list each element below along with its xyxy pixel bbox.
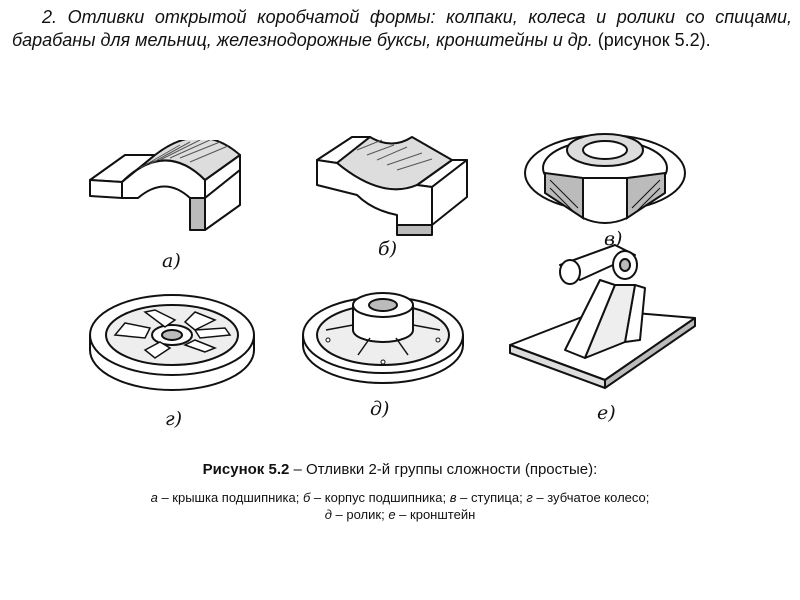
figure-d-label: д) xyxy=(370,398,390,420)
intro-number: 2. xyxy=(42,7,58,27)
legend-key-g: г xyxy=(526,490,533,505)
intro-italic-text: Отливки открытой коробчатой формы: колпа… xyxy=(12,7,792,50)
legend-line-1: а – крышка подшипника; б – корпус подшип… xyxy=(150,490,650,505)
caption-text: Отливки 2-й группы сложности (простые): xyxy=(306,461,598,478)
legend-key-b: б xyxy=(302,490,311,505)
figure-e-bracket xyxy=(505,240,700,390)
bearing-housing-drawing xyxy=(316,136,468,236)
legend-text-e: кронштейн xyxy=(410,507,476,522)
legend-text-d: ролик; xyxy=(346,507,385,522)
figure-v-label: в) xyxy=(604,228,623,250)
caption-dash: – xyxy=(289,461,307,478)
legend-text-b: корпус подшипника; xyxy=(324,490,447,505)
legend-key-a: а xyxy=(150,490,158,505)
legend-text-g: зубчатое колесо; xyxy=(547,490,650,505)
bracket-drawing xyxy=(509,244,696,389)
intro-paragraph: 2. Отливки открытой коробчатой формы: ко… xyxy=(12,6,792,52)
hub-drawing xyxy=(524,133,686,224)
gear-wheel-drawing xyxy=(89,294,255,391)
figure-caption: Рисунок 5.2 – Отливки 2-й группы сложнос… xyxy=(0,461,800,478)
figure-b-bearing-housing xyxy=(312,125,472,240)
legend-key-v: в xyxy=(449,490,457,505)
figure-d-roller xyxy=(298,290,468,390)
legend-line-2: д – ролик; е – кронштейн xyxy=(324,507,476,522)
legend-text-v: ступица; xyxy=(471,490,523,505)
figure-legend: а – крышка подшипника; б – корпус подшип… xyxy=(0,489,800,523)
figure-e-label: е) xyxy=(597,402,616,424)
figure-b-label: б) xyxy=(378,238,398,260)
intro-tail: (рисунок 5.2). xyxy=(597,30,711,50)
figure-g-label: г) xyxy=(165,408,183,430)
figure-a-label: а) xyxy=(162,250,181,272)
caption-prefix: Рисунок 5.2 xyxy=(202,461,290,478)
roller-drawing xyxy=(302,292,464,384)
legend-text-a: крышка подшипника; xyxy=(172,490,300,505)
legend-key-e: е xyxy=(388,507,396,522)
figure-v-hub xyxy=(520,118,700,238)
bearing-cap-drawing xyxy=(89,140,241,231)
legend-key-d: д xyxy=(324,507,332,522)
figure-g-gear-wheel xyxy=(85,290,260,400)
figure-a-bearing-cap xyxy=(80,140,250,250)
